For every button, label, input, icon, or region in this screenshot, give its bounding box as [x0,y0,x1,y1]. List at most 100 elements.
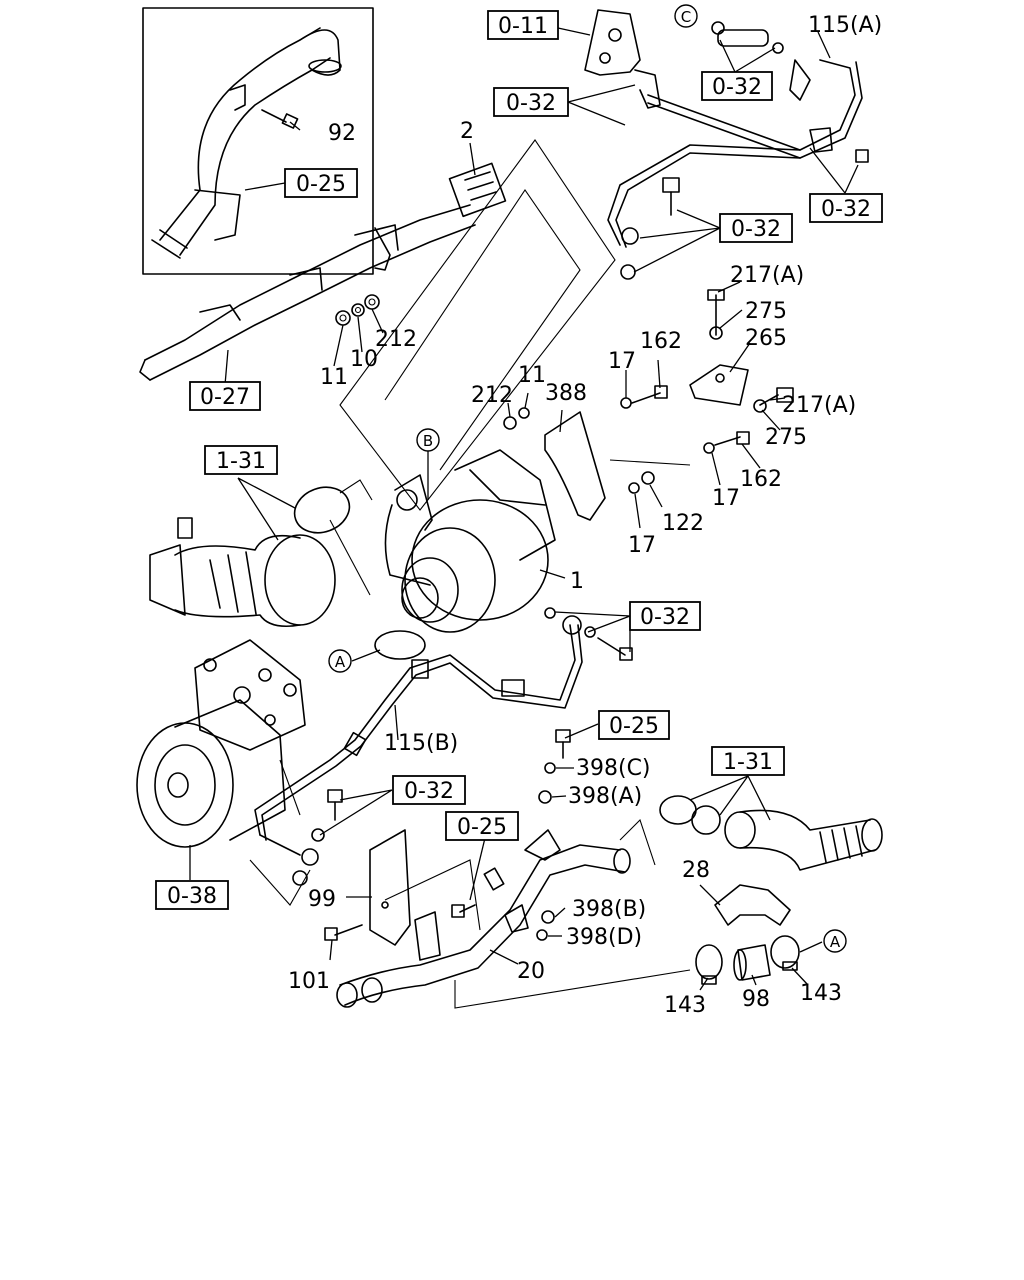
marker-a: A [823,929,847,953]
part-label-275: 275 [745,299,787,324]
exhaust-pipe [139,162,507,381]
marker-label: A [335,653,346,671]
connection-line [609,459,691,466]
ref-box-0-11[interactable]: 0-11 [487,10,559,40]
air-compressor [136,639,306,848]
ref-box-1-31[interactable]: 1-31 [204,445,278,475]
part-label-115a: 115(A) [808,13,882,38]
ref-box-0-32[interactable]: 0-32 [719,213,793,243]
part-label-20: 20 [517,959,545,984]
gasket-outline [339,139,616,511]
part-label-11: 11 [320,365,348,390]
part-label-162: 162 [740,467,782,492]
part-label-115b: 115(B) [384,731,458,756]
marker-c: C [674,4,698,28]
part-label-122: 122 [662,511,704,536]
bracket-0-11 [584,9,661,109]
part-label-17: 17 [628,533,656,558]
marker-a: A [328,649,352,673]
ref-box-0-32[interactable]: 0-32 [701,71,773,101]
ref-box-0-27[interactable]: 0-27 [189,381,261,411]
ref-label: 0-38 [167,884,217,909]
bolts-398 [536,729,571,941]
connection-line [249,859,311,906]
ref-label: 0-32 [506,91,556,116]
connection-line [454,969,691,1009]
ref-label: 0-25 [457,815,507,840]
connection-line [279,759,301,816]
banjo-bolt-lower [292,789,343,886]
part-label-398d: 398(D) [566,925,642,950]
marker-label: A [830,933,841,951]
part-label-398a: 398(A) [568,784,642,809]
ref-label: 0-32 [640,605,690,630]
part-label-388: 388 [545,381,587,406]
intake-hose [659,795,883,871]
part-label-217a: 217(A) [782,393,856,418]
part-label-212: 212 [375,327,417,352]
pipe-115a [607,21,869,248]
ref-label: 0-27 [200,385,250,410]
inset-frame [142,7,374,275]
ref-box-0-32[interactable]: 0-32 [629,601,701,631]
part-label-101: 101 [288,969,330,994]
clamps-143-sleeve-98 [695,935,800,985]
ref-label: 0-25 [609,714,659,739]
studs-162-17-122 [503,385,750,494]
gasket-outline-inner [384,189,581,471]
part-label-17: 17 [712,486,740,511]
bolt-92 [261,109,299,129]
part-label-11: 11 [518,363,546,388]
ref-box-0-32[interactable]: 0-32 [392,775,466,805]
leader-lines [189,27,859,991]
part-label-98: 98 [742,987,770,1012]
inset-exhaust-pipe [151,27,342,259]
part-label-212: 212 [471,383,513,408]
pipe-20 [336,829,631,1008]
connection-line [384,859,481,931]
ref-box-0-25[interactable]: 0-25 [598,710,670,740]
connection-line [339,479,373,501]
part-label-143: 143 [664,993,706,1018]
ref-label: 1-31 [723,750,773,775]
marker-label: B [423,432,433,450]
clamp-shield-28 [714,884,791,926]
ref-box-0-38[interactable]: 0-38 [155,880,229,910]
part-label-398b: 398(B) [572,897,646,922]
part-label-162: 162 [640,329,682,354]
part-label-92: 92 [328,121,356,146]
gasket-388 [544,411,606,521]
ref-label: 0-32 [821,197,871,222]
part-label-17: 17 [608,349,636,374]
part-label-2: 2 [460,119,474,144]
ref-label: 0-32 [712,75,762,100]
bracket-265 [689,289,794,413]
pipe-115b [254,607,633,866]
ref-box-1-31[interactable]: 1-31 [711,746,785,776]
inlet-hose [149,486,351,628]
part-label-143: 143 [800,981,842,1006]
ref-box-0-32[interactable]: 0-32 [493,87,569,117]
ref-box-0-25[interactable]: 0-25 [284,168,358,198]
ref-box-0-25[interactable]: 0-25 [445,811,519,841]
turbocharger [374,449,556,660]
part-label-398c: 398(C) [576,756,651,781]
heat-shield-99 [324,829,476,961]
ref-label: 0-32 [404,779,454,804]
part-label-10: 10 [350,347,378,372]
part-label-217a: 217(A) [730,263,804,288]
ref-label: 0-25 [296,172,346,197]
marker-b: B [416,428,440,452]
marker-label: C [681,8,691,26]
connection-line [329,519,371,596]
part-label-1: 1 [570,569,584,594]
part-label-265: 265 [745,326,787,351]
ref-box-0-32[interactable]: 0-32 [809,193,883,223]
ref-label: 0-32 [731,217,781,242]
ref-label: 1-31 [216,449,266,474]
part-label-99: 99 [308,887,336,912]
ref-label: 0-11 [498,14,548,39]
connection-line [619,818,656,866]
part-label-28: 28 [682,858,710,883]
